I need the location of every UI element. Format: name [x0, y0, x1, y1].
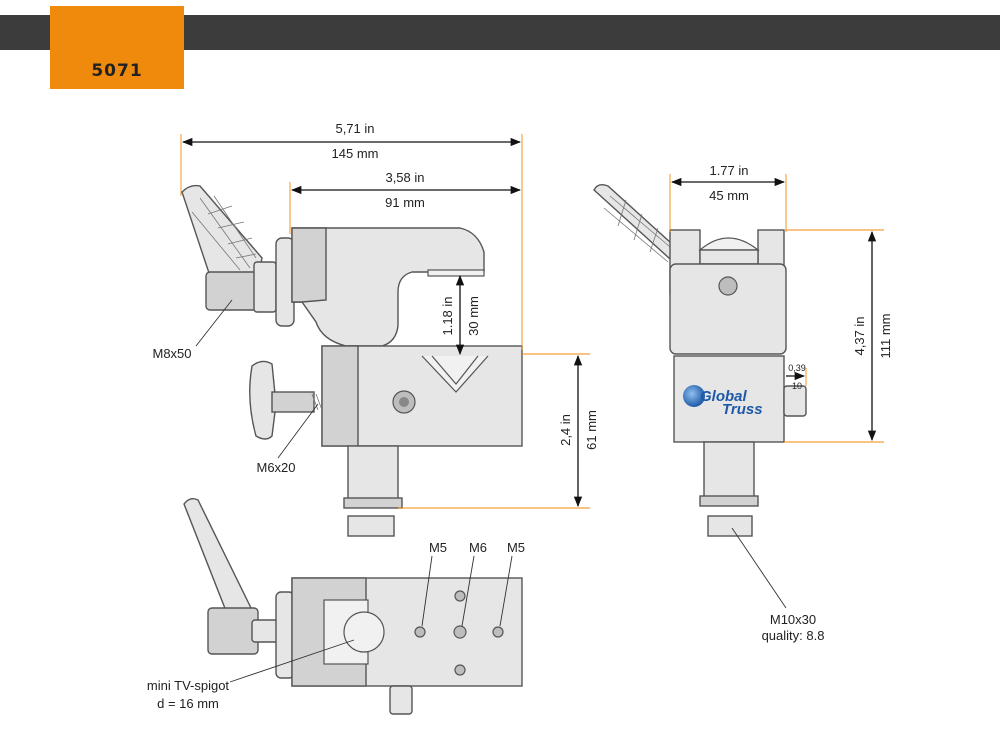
dim-pin-in: 0,39: [788, 363, 806, 373]
callout-m5-left: M5: [429, 540, 447, 555]
dim-side-width-in: 1.77 in: [709, 163, 748, 178]
callout-m10x30: M10x30: [770, 612, 816, 627]
top-hole-m5-right: [492, 626, 504, 638]
global-truss-logo-icon: [683, 385, 705, 407]
dim-side-height-mm: 111 mm: [878, 313, 893, 358]
logo-line2: Truss: [722, 401, 763, 418]
front-lever-hub: [205, 271, 259, 311]
callout-m8x50: M8x50: [152, 346, 191, 361]
dim-pin-mm: 10: [792, 381, 802, 391]
top-pin: [389, 685, 413, 715]
side-view: Global Truss: [593, 183, 807, 537]
front-hook-body: [291, 227, 485, 347]
dim-jaw-opening-mm: 30 mm: [466, 296, 481, 336]
callout-spigot: mini TV-spigot: [147, 678, 230, 693]
side-spigot: [703, 441, 755, 501]
side-body: [669, 263, 787, 355]
dim-jaw-width-in: 3,58 in: [385, 170, 424, 185]
front-dimensions: [180, 134, 590, 509]
side-dimensions: [669, 174, 884, 443]
front-bolt-head: [347, 515, 395, 537]
dim-total-width-in: 5,71 in: [335, 121, 374, 136]
top-lever-arm: [183, 497, 254, 617]
callout-spigot-diameter: d = 16 mm: [157, 696, 219, 711]
top-view: [183, 497, 523, 715]
top-lever-hub: [207, 607, 259, 655]
top-spigot-circle: [343, 611, 385, 653]
dim-side-height-in: 4,37 in: [852, 316, 867, 355]
side-bolt-head: [707, 515, 753, 537]
top-hole-m5-left: [414, 626, 426, 638]
product-code-tab: [50, 6, 184, 89]
dim-body-height-in: 2,4 in: [558, 414, 573, 446]
callout-quality: quality: 8.8: [762, 628, 825, 643]
callout-m6x20: M6x20: [256, 460, 295, 475]
dim-total-width-mm: 145 mm: [332, 146, 379, 161]
top-hole-m6: [453, 625, 467, 639]
front-knob: [249, 360, 277, 440]
callout-m5-right: M5: [507, 540, 525, 555]
callout-m6: M6: [469, 540, 487, 555]
dim-jaw-opening-in: 1.18 in: [440, 296, 455, 335]
side-pin: [783, 385, 807, 417]
product-code: 5071: [91, 61, 143, 81]
side-dome: [698, 237, 760, 251]
dim-jaw-width-mm: 91 mm: [385, 195, 425, 210]
logo-line1: Global: [700, 388, 748, 405]
dim-side-width-mm: 45 mm: [709, 188, 749, 203]
front-knob-shaft: [271, 391, 315, 413]
dim-body-height-mm: 61 mm: [584, 410, 599, 450]
front-spigot: [347, 445, 399, 503]
front-lever-arm: [181, 184, 263, 285]
front-view: [181, 184, 523, 537]
